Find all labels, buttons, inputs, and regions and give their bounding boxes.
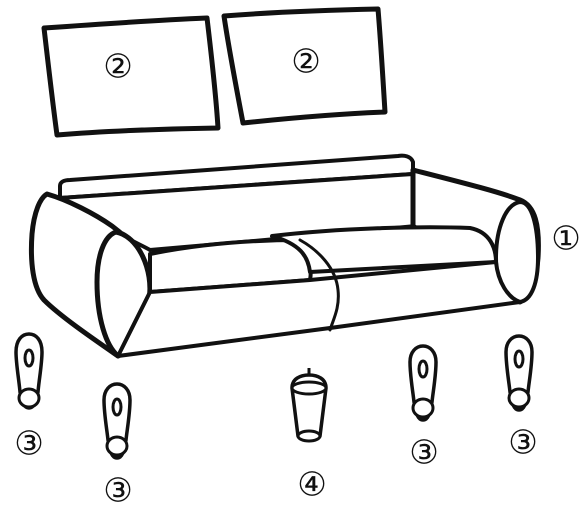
cushion-left: ② [44,18,218,135]
leg-4-label: ③ [409,433,439,472]
leg-5-label: ③ [508,423,538,462]
leg-5: ③ [506,336,538,462]
cushion-left-label: ② [103,47,133,86]
leg-2-label: ③ [103,471,133,510]
cushion-right-label: ② [291,42,321,81]
sofa-body: ① [31,156,580,356]
leg-4: ③ [409,346,439,472]
leg-1: ③ [14,334,44,463]
leg-2: ③ [103,384,133,510]
cushion-right: ② [224,9,385,123]
leg-1-label: ③ [14,424,44,463]
center-leg: ④ [292,368,327,504]
center-leg-label: ④ [297,465,327,504]
sofa-body-label: ① [551,219,581,258]
